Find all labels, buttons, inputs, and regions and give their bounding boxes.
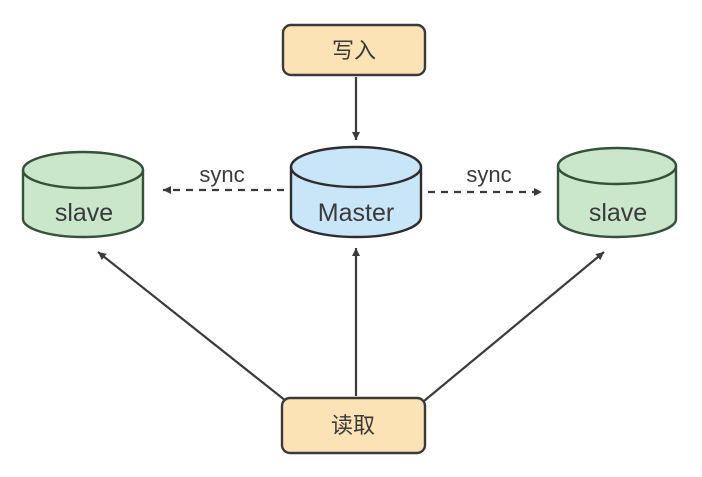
slave-left-label: slave [55,199,113,227]
arrow-read-to-left-slave [97,251,287,402]
slave-right-cylinder-body [556,146,678,239]
slave-right-node: slave [556,146,678,239]
master-node: Master [289,145,423,239]
master-cylinder-top-edge [289,166,423,189]
master-cylinder-body [289,145,423,239]
sync-label-right: sync [466,162,511,187]
write-box [281,23,427,77]
slave-left-node: slave [21,150,145,239]
read-node: 读取 [280,396,427,455]
master-label: Master [318,199,394,227]
write-node: 写入 [281,23,427,77]
read-label: 读取 [331,413,375,438]
read-box [280,396,427,455]
slave-left-cylinder-body [21,150,145,239]
write-label: 写入 [332,38,376,63]
slave-left-cylinder-top-edge [21,169,145,190]
arrow-read-to-right-slave [423,251,605,402]
slave-right-label: slave [589,199,647,227]
sync-label-left: sync [199,162,244,187]
slave-right-cylinder-top-edge [556,165,678,186]
